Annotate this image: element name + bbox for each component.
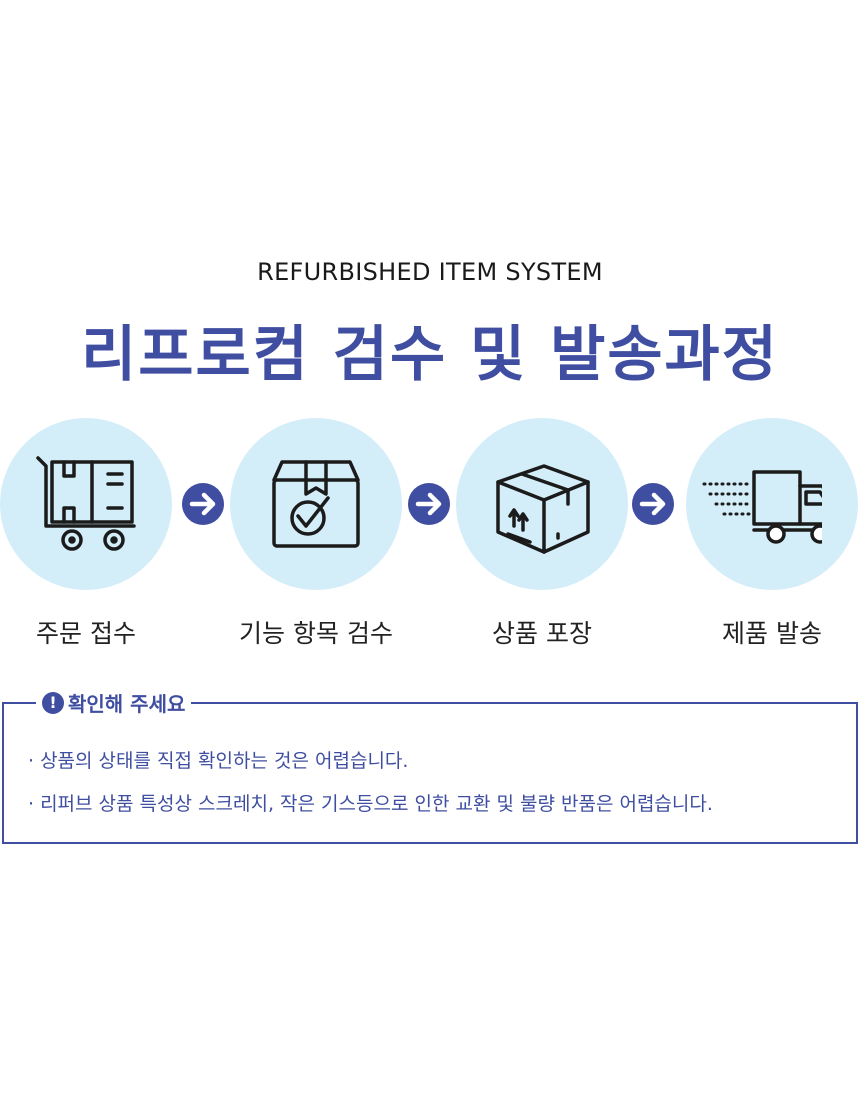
process-steps: 주문 접수 기능 항목 검수 상품 포 — [0, 418, 860, 658]
arrow-right-icon — [408, 483, 450, 525]
cart-box-icon — [36, 456, 136, 551]
notice-header: ! 확인해 주세요 — [36, 688, 192, 717]
notice-box: ! 확인해 주세요 · 상품의 상태를 직접 확인하는 것은 어렵습니다. · … — [2, 688, 858, 844]
step-shipping-circle — [686, 418, 858, 590]
exclamation-icon: ! — [42, 691, 64, 714]
page-title: 리프로컴 검수 및 발송과정 — [81, 320, 779, 390]
box-check-icon — [272, 460, 360, 548]
package-icon — [496, 464, 590, 554]
arrow-right-icon — [632, 483, 674, 525]
step-label-shipping: 제품 발송 — [722, 619, 822, 648]
delivery-truck-icon — [702, 470, 822, 544]
step-label-inspection: 기능 항목 검수 — [239, 619, 393, 648]
step-label-packing: 상품 포장 — [492, 619, 592, 648]
step-label-order: 주문 접수 — [36, 619, 136, 648]
arrow-right-icon — [182, 483, 224, 525]
notice-item: · 리퍼브 상품 특성상 스크레치, 작은 기스등으로 인한 교환 및 불량 반… — [28, 793, 713, 815]
step-order-circle — [0, 418, 172, 590]
notice-list: · 상품의 상태를 직접 확인하는 것은 어렵습니다. · 리퍼브 상품 특성상… — [28, 746, 713, 832]
notice-title: 확인해 주세요 — [68, 692, 186, 716]
step-inspection-circle — [230, 418, 402, 590]
section-subtitle: REFURBISHED ITEM SYSTEM — [257, 258, 603, 286]
step-packing-circle — [456, 418, 628, 590]
notice-item: · 상품의 상태를 직접 확인하는 것은 어렵습니다. — [28, 750, 409, 772]
